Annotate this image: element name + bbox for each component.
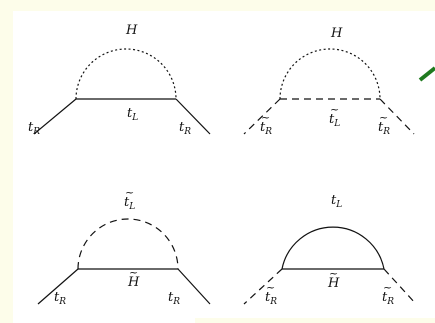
label-base: t [260, 120, 266, 135]
label-text: tL [329, 112, 340, 129]
label-base: H [330, 26, 343, 41]
right-leg [177, 268, 211, 305]
label-subscript: L [131, 113, 138, 123]
diagram-bottom-right: tL H~ tR~ tR~ [243, 193, 417, 307]
right-leg [383, 268, 417, 305]
label-subscript: R [58, 297, 66, 307]
loop-label: H [125, 23, 138, 38]
tilde-mark: ~ [266, 281, 275, 294]
label-base: t [127, 106, 133, 121]
label-text: tR [260, 120, 272, 137]
loop-label: tL [331, 193, 342, 210]
label-base: t [382, 290, 388, 305]
right-leg-label: tR [168, 290, 180, 307]
left-leg [33, 98, 77, 135]
diagram-top-left: H tL tR tR [28, 23, 211, 137]
label-text: tL [124, 195, 135, 212]
left-leg-label: tR [54, 290, 66, 307]
label-subscript: R [32, 127, 40, 137]
left-leg [243, 268, 283, 305]
line-label: H~ [127, 266, 140, 290]
label-text: tL [331, 193, 342, 210]
label-text: tR [179, 120, 191, 137]
tilde-mark: ~ [330, 103, 339, 116]
label-subscript: R [183, 127, 191, 137]
label-text: tR [54, 290, 66, 307]
label-text: tR [168, 290, 180, 307]
label-base: t [28, 120, 34, 135]
loop-arc [279, 48, 381, 100]
loop-label: H [330, 26, 343, 41]
label-subscript: L [335, 200, 342, 210]
right-leg-label: tR~ [382, 281, 394, 307]
label-base: t [124, 195, 130, 210]
line-label: tL [127, 106, 138, 123]
tilde-mark: ~ [379, 111, 388, 124]
tilde-mark: ~ [383, 281, 392, 294]
label-text: H [330, 26, 343, 41]
label-text: tR [378, 120, 390, 137]
label-text: tR [28, 120, 40, 137]
label-base: H [125, 23, 138, 38]
label-subscript: R [386, 297, 394, 307]
left-leg-label: tR [28, 120, 40, 137]
loop-arc [75, 48, 177, 100]
label-subscript: R [269, 297, 277, 307]
diagram-top-right: H tL~ tR~ tR~ [243, 26, 415, 137]
line-label: H~ [327, 267, 340, 291]
label-text: tR [382, 290, 394, 307]
label-subscript: R [382, 127, 390, 137]
loop-arc [77, 218, 179, 270]
label-base: t [168, 290, 174, 305]
label-base: t [54, 290, 60, 305]
diagram-panel [13, 11, 435, 323]
tilde-mark: ~ [129, 266, 138, 279]
label-base: H [327, 276, 340, 291]
right-leg [175, 98, 211, 135]
left-leg [243, 98, 281, 135]
loop-label: tL~ [124, 186, 135, 212]
tilde-mark: ~ [329, 267, 338, 280]
slide-bottom-strip [195, 318, 435, 323]
label-base: t [329, 112, 335, 127]
diagram-bottom-left: tL~ H~ tR tR [37, 186, 211, 307]
left-leg-label: tR~ [260, 111, 272, 137]
label-subscript: L [333, 119, 340, 129]
label-base: t [265, 290, 271, 305]
tilde-mark: ~ [261, 111, 270, 124]
green-arrow-icon [418, 66, 435, 82]
right-leg [379, 98, 415, 135]
line-label: tL~ [329, 103, 340, 129]
loop-arc [281, 226, 385, 270]
tilde-mark: ~ [125, 186, 134, 199]
left-leg-label: tR~ [265, 281, 277, 307]
label-subscript: L [128, 202, 135, 212]
right-leg-label: tR [179, 120, 191, 137]
label-base: t [378, 120, 384, 135]
label-text: H [125, 23, 138, 38]
right-leg-label: tR~ [378, 111, 390, 137]
label-subscript: R [172, 297, 180, 307]
label-base: t [331, 193, 337, 208]
label-base: H [127, 275, 140, 290]
label-text: tL [127, 106, 138, 123]
left-leg [37, 268, 79, 305]
label-subscript: R [264, 127, 272, 137]
label-text: H [327, 276, 340, 291]
label-text: tR [265, 290, 277, 307]
label-text: H [127, 275, 140, 290]
label-base: t [179, 120, 185, 135]
